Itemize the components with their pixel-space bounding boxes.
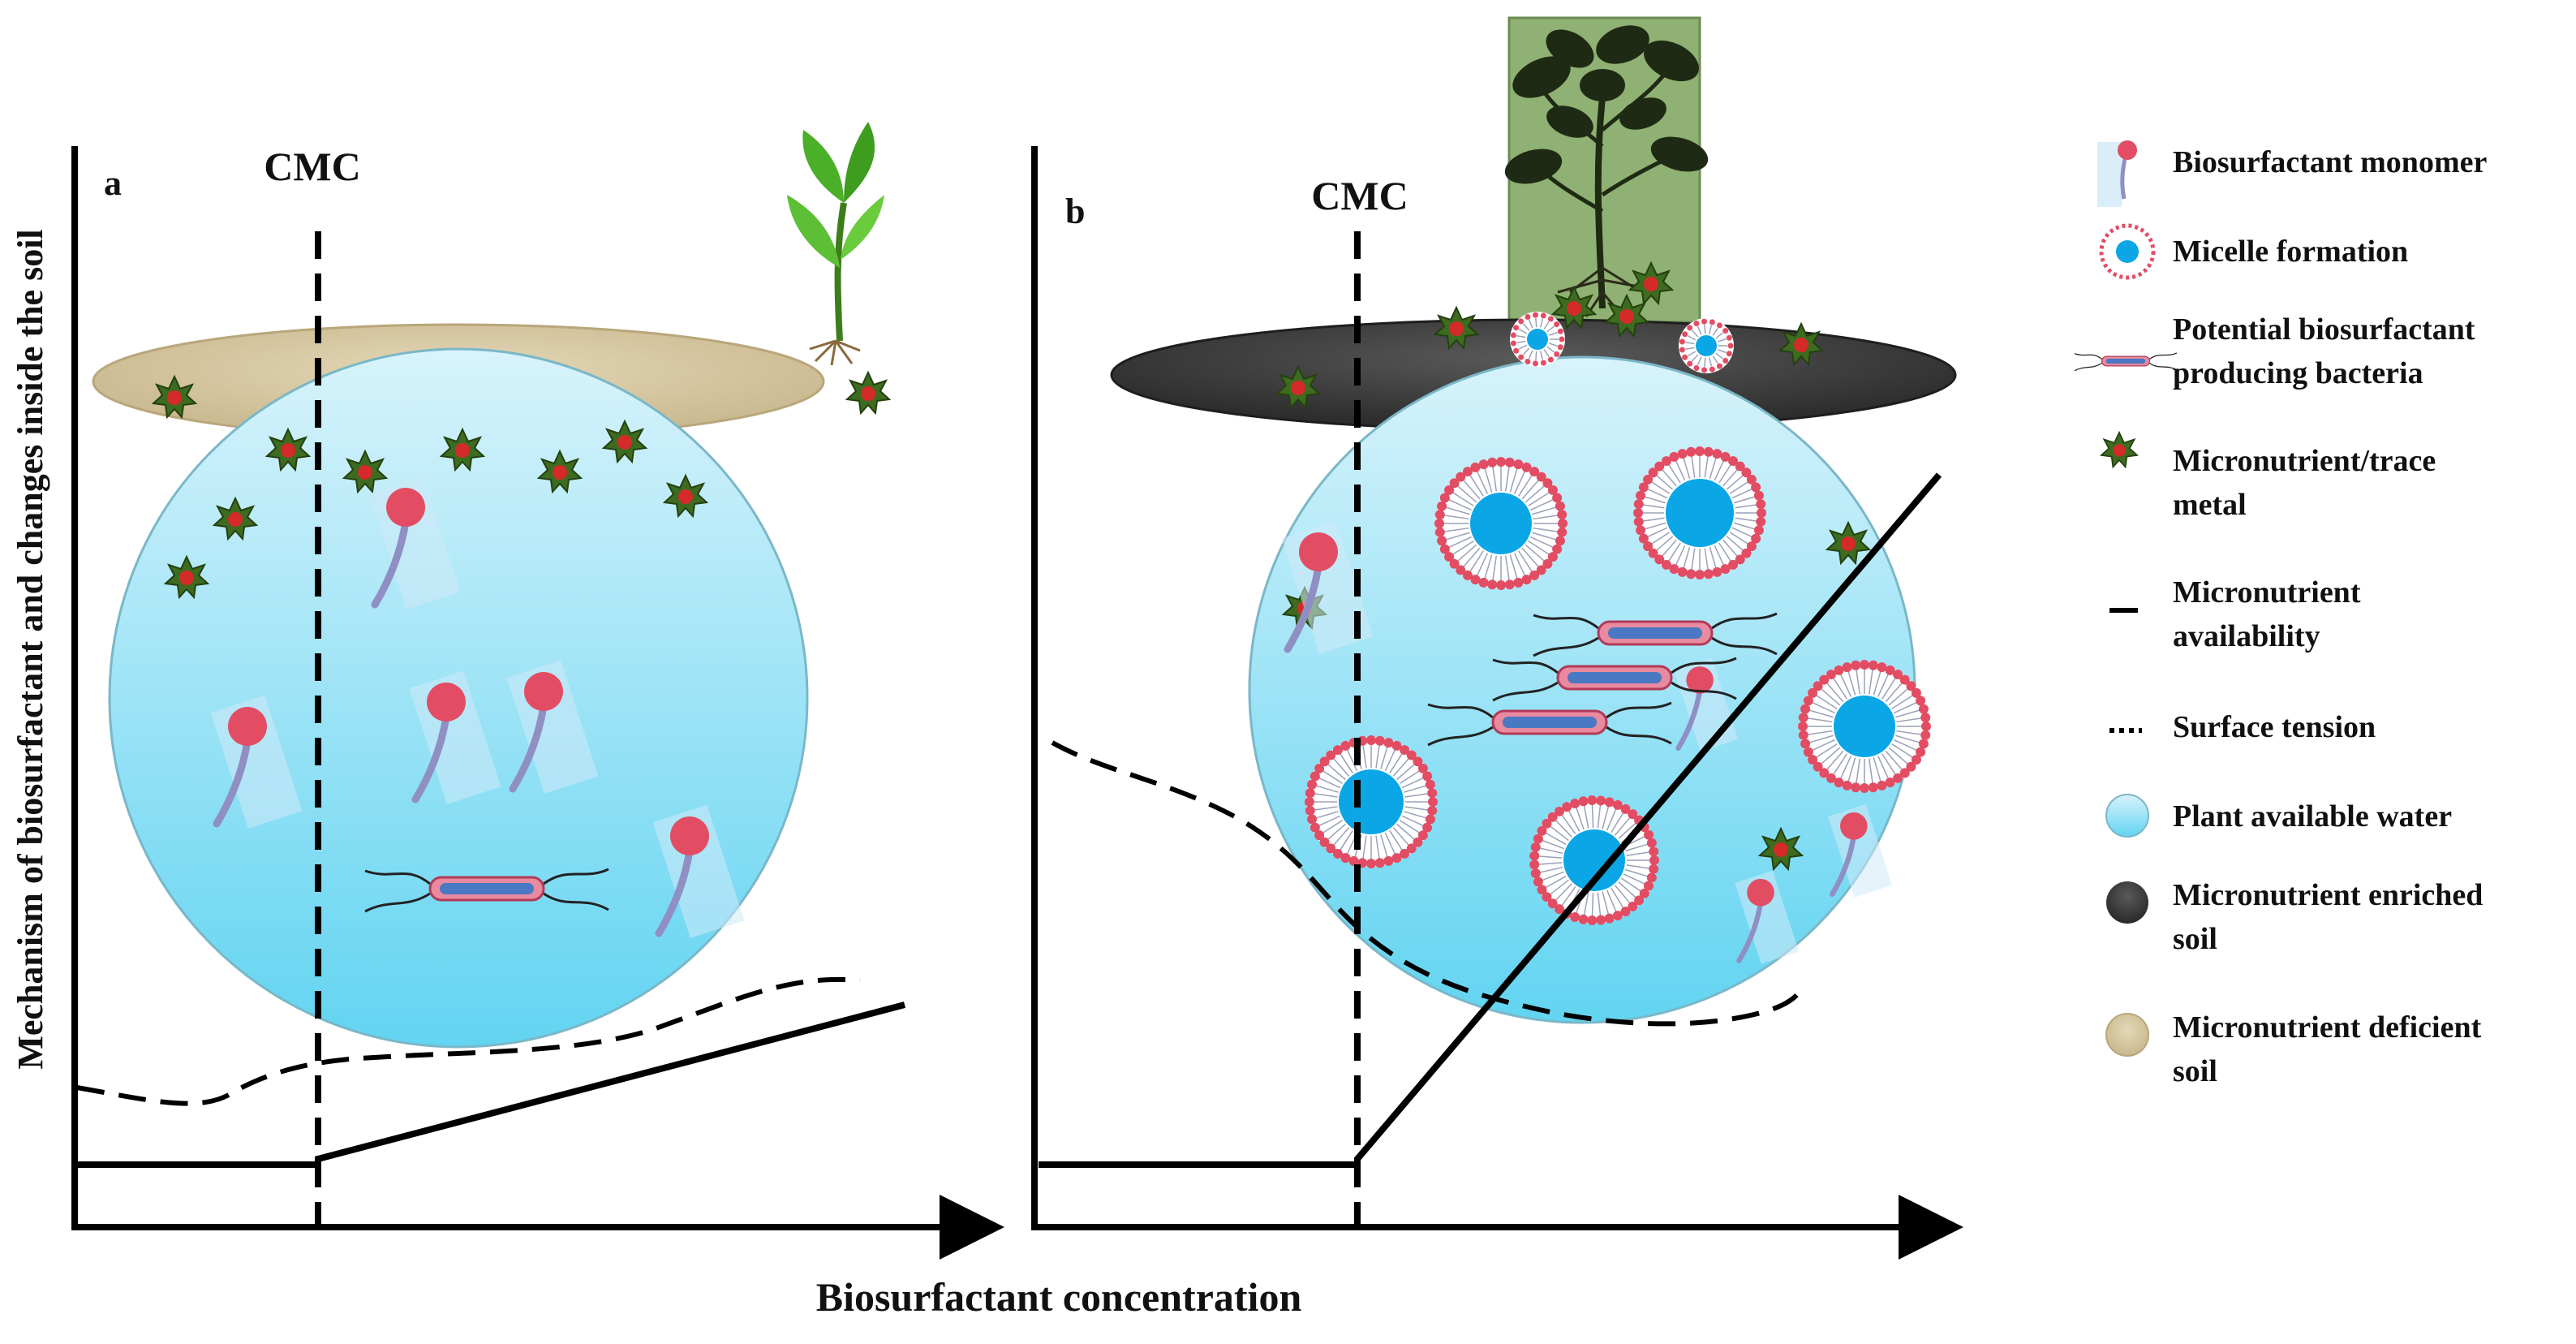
micelle (1529, 795, 1659, 925)
legend-label: soil (2173, 1054, 2217, 1088)
micronutrient-star-icon (2101, 432, 2138, 468)
micelle (1798, 660, 1931, 793)
panel-label-a: a (104, 163, 122, 203)
surface-tension-curve-b (1051, 740, 1804, 1027)
legend-label: Plant available water (2173, 799, 2452, 834)
panel-a: CMC a (71, 122, 1004, 1260)
deficient-soil-icon (2105, 1013, 2149, 1057)
micronutrient-star (846, 372, 890, 414)
cmc-label-a: CMC (264, 144, 360, 189)
micelle (1679, 318, 1734, 373)
micelle (1434, 457, 1568, 590)
legend-label: metal (2173, 488, 2247, 522)
legend-label: Potential biosurfactant (2173, 312, 2475, 347)
legend-label: soil (2173, 922, 2217, 956)
bacteria-icon (2074, 352, 2178, 372)
legend-label: Micelle formation (2173, 235, 2408, 269)
micelle-icon (2099, 223, 2156, 280)
micelle (1633, 446, 1766, 579)
panel-label-b: b (1065, 192, 1085, 231)
legend-label: Surface tension (2173, 710, 2376, 744)
enriched-soil-icon (2106, 881, 2148, 924)
micelle (1510, 312, 1565, 367)
water-circle-icon (2105, 794, 2149, 838)
surface-tension-curve-a (76, 976, 861, 1106)
legend-label: Biosurfactant monomer (2173, 145, 2487, 179)
legend-label: Micronutrient/trace (2173, 444, 2436, 478)
legend-label: Micronutrient enriched (2173, 878, 2483, 912)
y-axis-label: Mechanism of biosurfactant and changes i… (11, 229, 50, 1069)
legend-label: Micronutrient (2173, 575, 2361, 610)
plant-icon (1504, 25, 1709, 317)
seedling-icon (787, 122, 884, 366)
x-axis-label: Biosurfactant concentration (816, 1274, 1302, 1320)
legend-label: producing bacteria (2173, 356, 2423, 390)
cmc-label-b: CMC (1311, 173, 1408, 218)
legend-label: Micronutrient deficient (2173, 1010, 2482, 1045)
biosurfactant-monomer-icon (2097, 140, 2137, 207)
panel-b: CMC b (1031, 16, 1963, 1260)
legend-label: availability (2173, 619, 2320, 653)
